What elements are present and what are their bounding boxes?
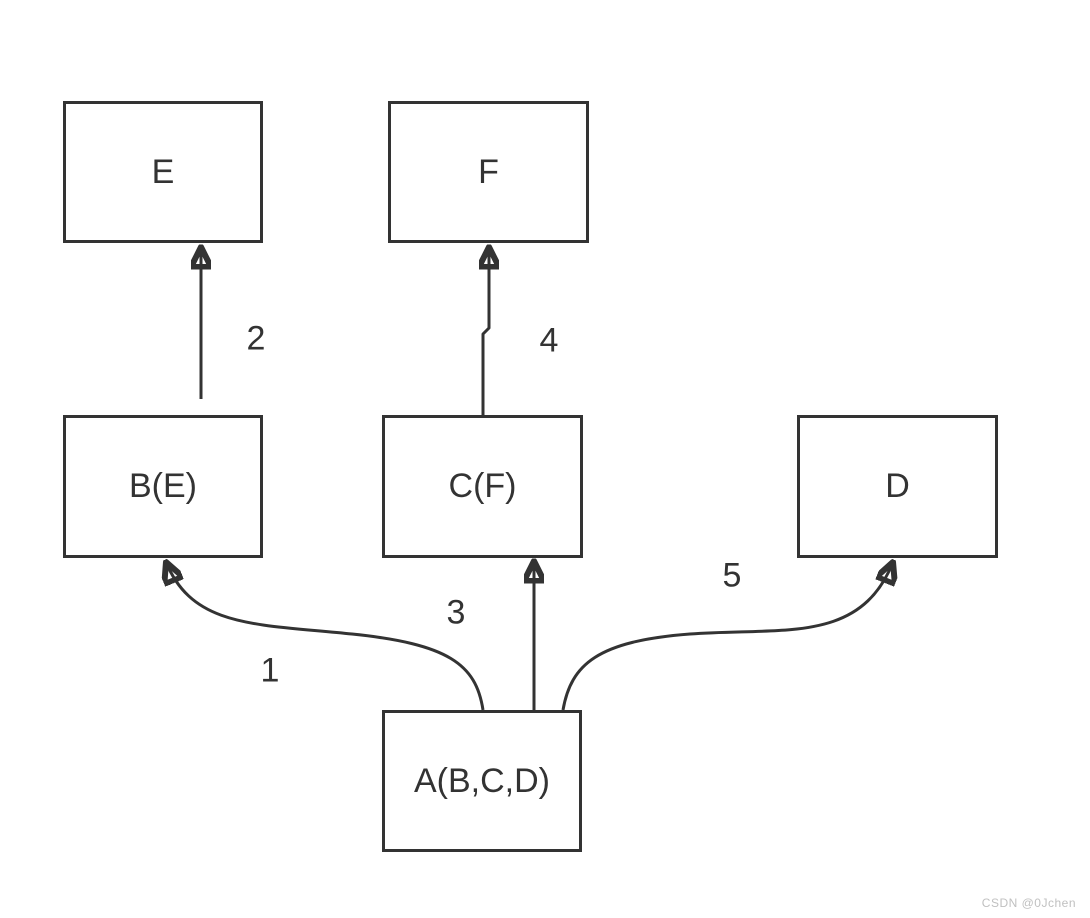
edge-5-label: 5 [722, 556, 742, 595]
node-c-label: C(F) [448, 467, 517, 505]
node-b: B(E) [63, 415, 263, 558]
node-d: D [797, 415, 998, 558]
node-f: F [388, 101, 589, 243]
node-d-label: D [885, 467, 910, 505]
node-e: E [63, 101, 263, 243]
node-f-label: F [478, 152, 499, 191]
edge-a-to-b-arrow [166, 562, 485, 711]
node-a-label: A(B,C,D) [414, 761, 550, 800]
node-c: C(F) [382, 415, 583, 558]
node-a: A(B,C,D) [382, 710, 582, 852]
watermark: CSDN @0Jchen [981, 896, 1076, 910]
edge-c-to-f-arrow [483, 247, 489, 415]
edge-2-label: 2 [246, 319, 266, 358]
edge-a-to-d-arrow [561, 562, 893, 711]
node-b-label: B(E) [129, 467, 197, 505]
node-e-label: E [151, 152, 175, 191]
edge-4-label: 4 [539, 321, 559, 360]
edge-3-label: 3 [446, 593, 466, 632]
edge-1-label: 1 [260, 651, 280, 690]
